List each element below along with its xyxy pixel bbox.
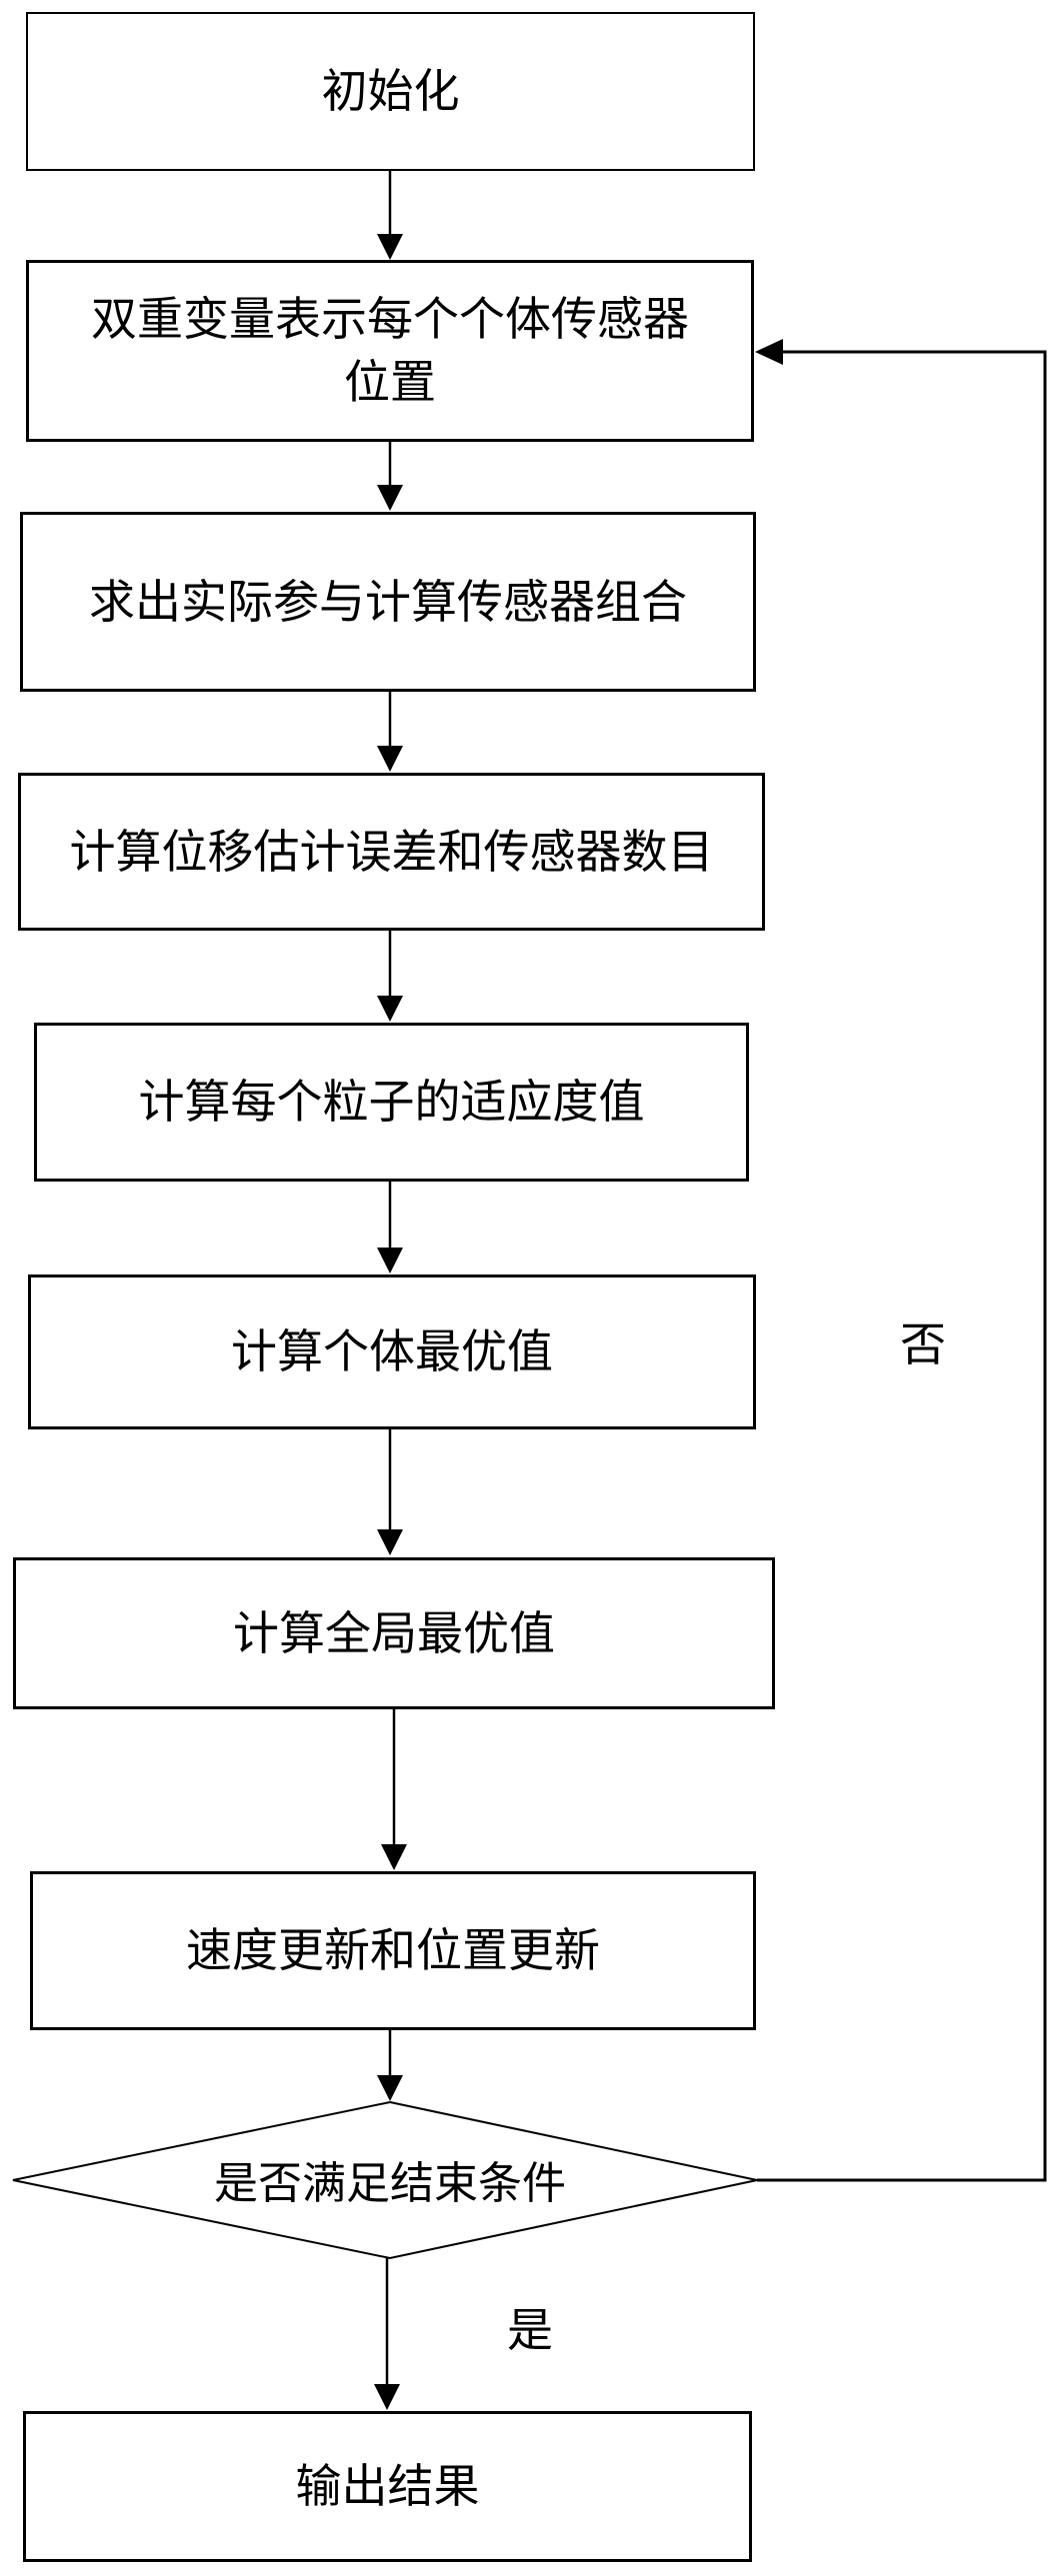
node-output-label: 输出结果 [295,2459,480,2514]
arrowhead-update-condition [377,2075,403,2101]
node-fitness: 计算每个粒子的适应度值 [34,1023,749,1182]
node-update-label: 速度更新和位置更新 [186,1923,600,1978]
node-combination-label: 求出实际参与计算传感器组合 [89,574,687,629]
node-error-label: 计算位移估计误差和传感器数目 [69,824,714,879]
node-pbest-label: 计算个体最优值 [231,1324,553,1379]
label-yes: 是 [507,2303,553,2357]
decision-diamond-shape [12,2100,758,2260]
arrowhead-pbest-gbest [377,1529,403,1555]
arrowhead-error-fitness [377,996,403,1022]
edge-no-loop [757,350,1047,2182]
arrowhead-no-loop [755,339,783,365]
node-fitness-label: 计算每个粒子的适应度值 [138,1075,645,1130]
node-condition-label: 是否满足结束条件 [214,2158,566,2209]
arrowhead-fitness-pbest [377,1248,403,1274]
node-output: 输出结果 [23,2411,752,2562]
node-represent-label: 双重变量表示每个个体传感器 位置 [91,292,689,409]
node-error: 计算位移估计误差和传感器数目 [18,773,765,931]
node-gbest-label: 计算全局最优值 [233,1605,555,1660]
node-update: 速度更新和位置更新 [30,1871,756,2030]
node-combination: 求出实际参与计算传感器组合 [20,512,756,692]
node-pbest: 计算个体最优值 [28,1275,756,1429]
node-gbest: 计算全局最优值 [13,1557,775,1709]
arrowhead-combination-error [377,746,403,772]
node-init: 初始化 [26,12,755,171]
arrowhead-gbest-update [381,1844,407,1870]
node-represent: 双重变量表示每个个体传感器 位置 [26,260,754,442]
arrowhead-represent-combination [377,485,403,511]
node-init-label: 初始化 [321,64,460,119]
arrowhead-init-represent [377,234,403,260]
arrowhead-yes-output [374,2384,400,2410]
label-no: 否 [900,1317,946,1371]
node-condition: 是否满足结束条件 [110,2129,670,2229]
